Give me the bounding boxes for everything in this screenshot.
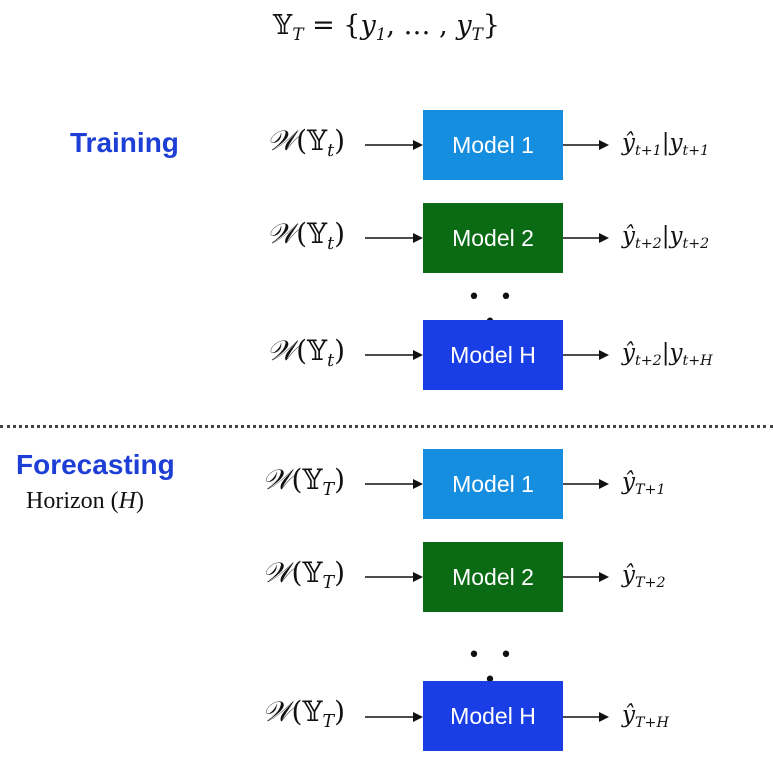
equals-brace: = { bbox=[303, 10, 361, 41]
training-output-h: ŷt+2|yt+H bbox=[622, 340, 713, 369]
open-paren: ( bbox=[296, 217, 308, 250]
yhat-subscript: T+2 bbox=[635, 574, 666, 591]
forecast-arrow-in-2 bbox=[365, 570, 423, 584]
set-symbol: 𝕐 bbox=[302, 556, 323, 589]
set-subscript: T bbox=[322, 712, 335, 733]
horizon-variable: H bbox=[118, 488, 136, 514]
set-symbol: 𝕐 bbox=[307, 334, 328, 367]
forecast-arrow-out-h bbox=[563, 710, 609, 724]
set-subscript: T bbox=[322, 480, 335, 501]
set-subscript: t bbox=[327, 141, 335, 162]
training-input-2: 𝒲(𝕐t) bbox=[145, 217, 345, 255]
y1-subscript: 1 bbox=[375, 23, 387, 44]
horizon-text: Horizon ( bbox=[26, 488, 119, 514]
yT-symbol: y bbox=[456, 10, 472, 41]
close-paren: ) bbox=[334, 556, 345, 589]
forecast-model-1-box: Model 1 bbox=[423, 449, 563, 519]
forecast-output-2: ŷT+2 bbox=[622, 562, 666, 591]
open-paren: ( bbox=[296, 334, 308, 367]
forecast-arrow-out-2 bbox=[563, 570, 609, 584]
forecast-output-1: ŷT+1 bbox=[622, 469, 666, 498]
window-function-symbol: 𝒲 bbox=[266, 217, 297, 250]
yhat-symbol: ŷ bbox=[622, 340, 635, 366]
close-paren: ) bbox=[334, 124, 345, 157]
training-output-2: ŷt+2|yt+2 bbox=[622, 223, 710, 252]
training-arrow-out-2 bbox=[563, 231, 609, 245]
forecast-arrow-out-1 bbox=[563, 477, 609, 491]
open-paren: ( bbox=[291, 556, 303, 589]
yhat-subscript: t+2 bbox=[635, 235, 662, 252]
forecast-input-2: 𝒲(𝕐T) bbox=[145, 556, 345, 594]
close-paren: ) bbox=[334, 334, 345, 367]
forecast-model-h-box: Model H bbox=[423, 681, 563, 751]
close-paren: ) bbox=[334, 217, 345, 250]
yhat-subscript: t+2 bbox=[635, 352, 662, 369]
set-symbol: 𝕐 bbox=[307, 217, 328, 250]
open-paren: ( bbox=[296, 124, 308, 157]
training-arrow-out-1 bbox=[563, 138, 609, 152]
forecast-input-h: 𝒲(𝕐T) bbox=[145, 695, 345, 733]
forecast-input-1: 𝒲(𝕐T) bbox=[145, 463, 345, 501]
set-subscript: T bbox=[292, 23, 304, 44]
forecast-arrow-in-h bbox=[365, 710, 423, 724]
yhat-symbol: ŷ bbox=[622, 223, 635, 249]
set-symbol: 𝕐 bbox=[273, 10, 293, 41]
training-arrow-in-2 bbox=[365, 231, 423, 245]
set-subscript: t bbox=[327, 351, 335, 372]
training-model-2-box: Model 2 bbox=[423, 203, 563, 273]
training-arrow-in-h bbox=[365, 348, 423, 362]
training-input-1: 𝒲(𝕐t) bbox=[145, 124, 345, 162]
yhat-symbol: ŷ bbox=[622, 562, 635, 588]
window-function-symbol: 𝒲 bbox=[266, 124, 297, 157]
ellipsis: , … , bbox=[386, 10, 457, 41]
close-paren: ) bbox=[334, 695, 345, 728]
forecasting-label: Forecasting bbox=[16, 449, 175, 480]
forecast-model-2-box: Model 2 bbox=[423, 542, 563, 612]
training-model-h-box: Model H bbox=[423, 320, 563, 390]
conditional-subscript: t+2 bbox=[682, 235, 710, 252]
conditional-y: |y bbox=[661, 223, 683, 249]
training-input-h: 𝒲(𝕐t) bbox=[145, 334, 345, 372]
yT-subscript: T bbox=[471, 23, 483, 44]
yhat-subscript: T+H bbox=[635, 714, 669, 731]
conditional-subscript: t+1 bbox=[682, 142, 710, 159]
open-paren: ( bbox=[291, 463, 303, 496]
window-function-symbol: 𝒲 bbox=[262, 463, 292, 496]
close-brace: } bbox=[482, 10, 500, 41]
horizon-label: Horizon (H) bbox=[26, 488, 144, 515]
horizon-close: ) bbox=[135, 488, 144, 514]
dataset-formula: 𝕐T = {y1, … , yT} bbox=[0, 10, 773, 44]
close-paren: ) bbox=[334, 463, 345, 496]
set-symbol: 𝕐 bbox=[307, 124, 328, 157]
y1-symbol: y bbox=[360, 10, 376, 41]
forecast-arrow-in-1 bbox=[365, 477, 423, 491]
conditional-y: |y bbox=[661, 340, 683, 366]
window-function-symbol: 𝒲 bbox=[262, 556, 292, 589]
training-label: Training bbox=[70, 127, 179, 158]
set-symbol: 𝕐 bbox=[302, 463, 323, 496]
open-paren: ( bbox=[291, 695, 303, 728]
set-subscript: T bbox=[322, 573, 335, 594]
yhat-symbol: ŷ bbox=[622, 469, 635, 495]
set-subscript: t bbox=[327, 234, 335, 255]
training-arrow-out-h bbox=[563, 348, 609, 362]
yhat-subscript: T+1 bbox=[635, 481, 666, 498]
yhat-symbol: ŷ bbox=[622, 702, 635, 728]
conditional-y: |y bbox=[661, 130, 683, 156]
forecast-output-h: ŷT+H bbox=[622, 702, 669, 731]
set-symbol: 𝕐 bbox=[302, 695, 323, 728]
training-output-1: ŷt+1|yt+1 bbox=[622, 130, 710, 159]
section-divider bbox=[0, 425, 773, 428]
yhat-subscript: t+1 bbox=[635, 142, 662, 159]
training-arrow-in-1 bbox=[365, 138, 423, 152]
window-function-symbol: 𝒲 bbox=[262, 695, 292, 728]
window-function-symbol: 𝒲 bbox=[266, 334, 297, 367]
conditional-subscript: t+H bbox=[682, 352, 713, 369]
yhat-symbol: ŷ bbox=[622, 130, 635, 156]
training-model-1-box: Model 1 bbox=[423, 110, 563, 180]
